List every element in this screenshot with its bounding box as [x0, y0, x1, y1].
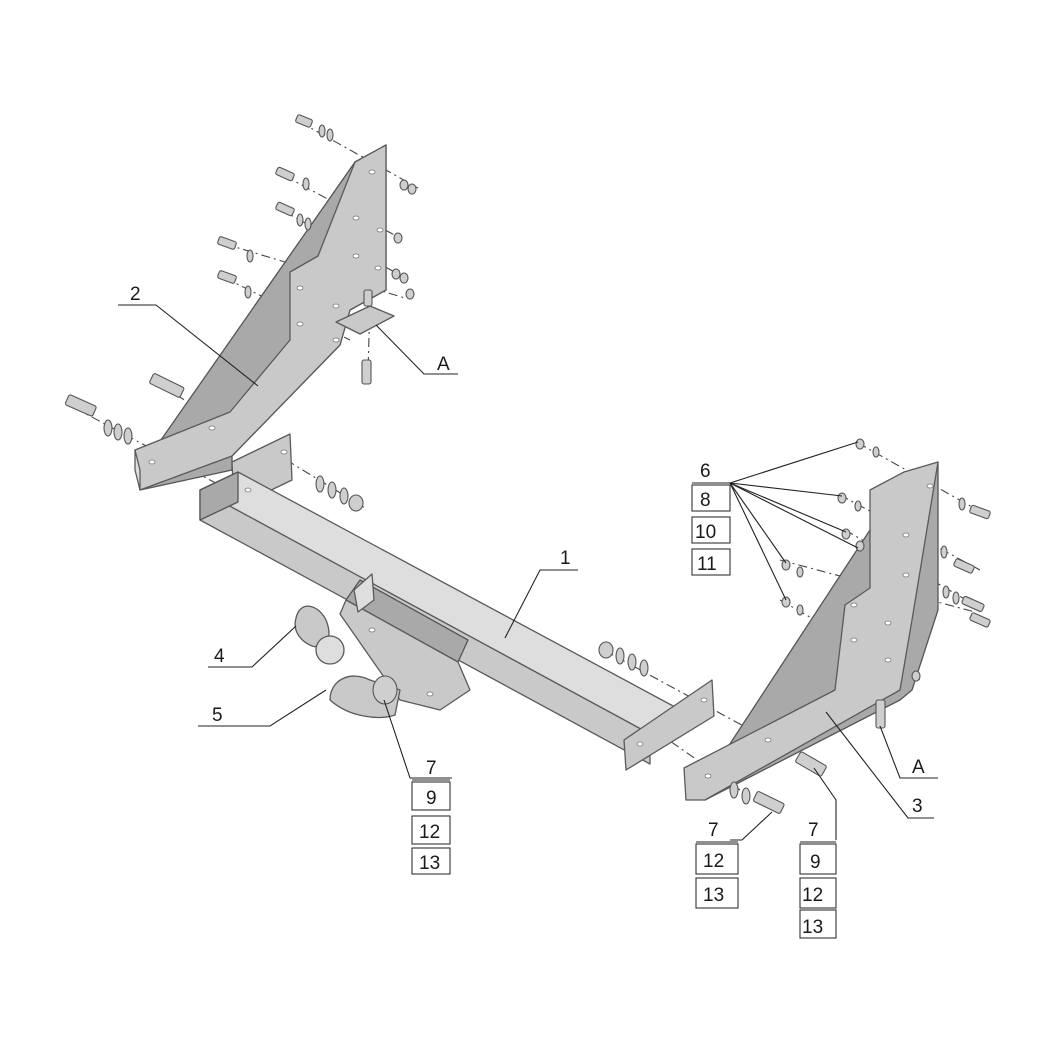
- bolt-icon: [295, 114, 313, 128]
- bolt-icon: [275, 166, 295, 182]
- callout-stack-7-9-12-13-center: 7 9 12 13: [411, 758, 451, 875]
- stack-item: 13: [419, 853, 440, 874]
- bolt-icon: [969, 612, 991, 628]
- bolt-icon: [875, 699, 886, 729]
- stack-item: 7: [426, 758, 437, 779]
- bolt-icon: [363, 289, 373, 307]
- stack-item: 12: [703, 851, 724, 872]
- stack-item: 10: [695, 522, 716, 543]
- stack-item: 13: [703, 885, 724, 906]
- stack-item: 12: [419, 822, 440, 843]
- callout-detail-a-left: A: [437, 354, 450, 375]
- bracket-left-holes: [148, 169, 384, 465]
- bolt-icon: [361, 359, 372, 385]
- callout-detail-a-right: A: [912, 757, 925, 778]
- stack-item: 6: [700, 461, 711, 482]
- fasteners-right: [598, 438, 991, 814]
- stack-item: 7: [708, 820, 719, 841]
- callout-labels: 1 2 3 4 5 A A: [130, 284, 925, 817]
- stack-item: 13: [802, 917, 823, 938]
- stack-item: 12: [802, 885, 823, 906]
- callout-part-4: 4: [214, 646, 225, 667]
- bolt-icon: [275, 201, 295, 217]
- callout-stack-7-12-13: 7 12 13: [695, 820, 739, 909]
- bracket-right: [683, 461, 939, 801]
- bolt-icon: [953, 558, 975, 574]
- cross-beam: [199, 433, 715, 771]
- leader-lines: [118, 304, 938, 841]
- stack-item: 11: [697, 554, 717, 575]
- bolt-icon: [64, 394, 97, 417]
- bolt-icon: [969, 504, 991, 520]
- ball-mount: [294, 573, 471, 718]
- callout-part-5: 5: [212, 705, 223, 726]
- bolt-icon: [217, 270, 237, 284]
- callout-part-1: 1: [560, 548, 571, 569]
- stack-item: 9: [810, 852, 821, 873]
- callout-part-2: 2: [130, 284, 141, 305]
- bolt-icon: [795, 751, 827, 777]
- callout-part-3: 3: [912, 796, 923, 817]
- stack-item: 9: [426, 788, 437, 809]
- bracket-left: [134, 144, 395, 491]
- bolt-icon: [753, 791, 785, 814]
- fasteners-left: [64, 114, 417, 512]
- bolt-icon: [149, 373, 185, 398]
- bolt-icon: [217, 236, 237, 250]
- bolt-icon: [961, 595, 985, 613]
- stack-item: 8: [700, 490, 711, 511]
- stack-item: 7: [808, 820, 819, 841]
- callout-stack-6-8-10-11: 6 8 10 11: [691, 461, 731, 576]
- callout-stack-7-9-12-13-right: 7 9 12 13: [799, 820, 837, 939]
